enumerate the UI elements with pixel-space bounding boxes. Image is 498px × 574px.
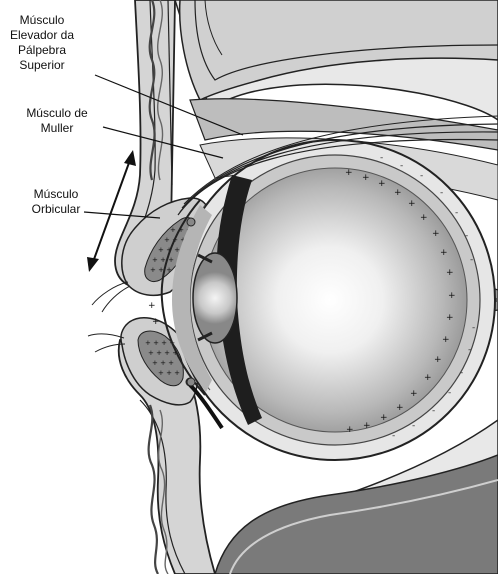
svg-text:+ + +: + + + bbox=[150, 266, 172, 274]
svg-text:-: - bbox=[420, 171, 423, 181]
svg-text:+: + bbox=[446, 313, 454, 323]
svg-text:-: - bbox=[448, 388, 451, 398]
svg-text:-: - bbox=[432, 406, 435, 416]
svg-text:+ + +: + + + bbox=[158, 369, 180, 377]
svg-text:Músculo de: Músculo de bbox=[26, 106, 88, 120]
svg-text:Muller: Muller bbox=[41, 121, 74, 135]
svg-text:+: + bbox=[363, 421, 371, 431]
svg-text:Pálpebra: Pálpebra bbox=[18, 43, 66, 57]
svg-text:+: + bbox=[442, 335, 450, 345]
svg-text:+: + bbox=[345, 168, 353, 178]
svg-text:+: + bbox=[408, 199, 416, 209]
label-orbicular-muscle: Músculo Orbicular bbox=[32, 187, 81, 216]
svg-text:+: + bbox=[148, 301, 156, 311]
svg-text:-: - bbox=[455, 208, 458, 218]
svg-text:+: + bbox=[448, 291, 456, 301]
svg-text:-: - bbox=[440, 188, 443, 198]
svg-text:-: - bbox=[400, 161, 403, 171]
svg-text:+: + bbox=[378, 179, 386, 189]
label-muller-muscle: Músculo de Muller bbox=[26, 106, 88, 135]
svg-text:+: + bbox=[410, 389, 418, 399]
svg-text:+: + bbox=[152, 317, 160, 327]
svg-text:+: + bbox=[394, 188, 402, 198]
svg-text:-: - bbox=[470, 255, 473, 265]
svg-text:Superior: Superior bbox=[19, 58, 64, 72]
svg-text:+ + + +: + + + + bbox=[148, 349, 178, 357]
svg-text:+ + +: + + + bbox=[152, 359, 174, 367]
svg-text:-: - bbox=[465, 231, 468, 241]
svg-text:-: - bbox=[392, 431, 395, 441]
svg-text:-: - bbox=[380, 153, 383, 163]
svg-text:+: + bbox=[440, 248, 448, 258]
svg-text:+: + bbox=[396, 403, 404, 413]
svg-text:+: + bbox=[362, 173, 370, 183]
svg-text:-: - bbox=[412, 421, 415, 431]
eyeball: +++ +++ +++ +++ +++ +++ + ++ --- --- ---… bbox=[148, 140, 495, 460]
svg-text:Músculo: Músculo bbox=[20, 13, 65, 27]
svg-text:+: + bbox=[446, 268, 454, 278]
svg-text:+: + bbox=[420, 213, 428, 223]
svg-text:+: + bbox=[346, 425, 354, 435]
svg-text:+: + bbox=[432, 229, 440, 239]
svg-text:-: - bbox=[472, 323, 475, 333]
svg-text:-: - bbox=[460, 368, 463, 378]
svg-text:+: + bbox=[434, 355, 442, 365]
svg-text:Elevador da: Elevador da bbox=[10, 28, 74, 42]
svg-text:-: - bbox=[468, 345, 471, 355]
svg-text:Orbicular: Orbicular bbox=[32, 202, 81, 216]
svg-text:+: + bbox=[424, 373, 432, 383]
svg-text:Músculo: Músculo bbox=[34, 187, 79, 201]
label-levator-muscle: Músculo Elevador da Pálpebra Superior bbox=[10, 13, 74, 72]
svg-text:+: + bbox=[380, 413, 388, 423]
